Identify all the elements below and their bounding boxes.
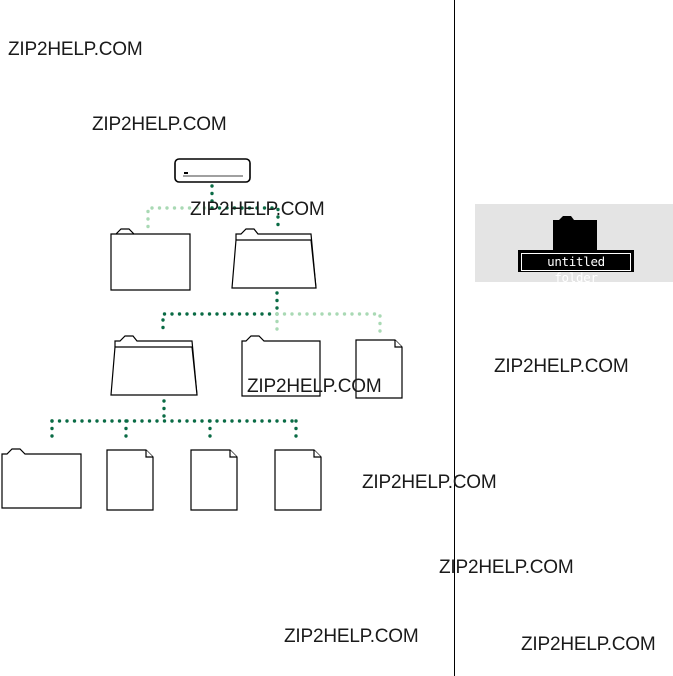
folder-icon <box>110 228 191 291</box>
connector-root-left <box>146 206 214 230</box>
connector-l1-left <box>161 312 279 336</box>
document-icon <box>274 449 322 511</box>
open-folder-icon <box>110 335 198 396</box>
selected-folder-panel: untitled folder <box>475 204 673 285</box>
folder-hierarchy-diagram <box>1 158 403 511</box>
document-icon <box>190 449 238 511</box>
folder-name-text: untitled folder <box>521 253 631 285</box>
document-icon <box>355 339 403 399</box>
watermark-text: ZIP2HELP.COM <box>92 114 227 135</box>
watermark-text: ZIP2HELP.COM <box>247 376 382 397</box>
folder-name-label[interactable]: untitled folder <box>518 250 634 285</box>
folder-icon <box>241 335 321 397</box>
watermark-text: ZIP2HELP.COM <box>494 356 629 377</box>
connector-root-right <box>210 206 280 230</box>
folder-icon <box>1 448 82 509</box>
watermark-text: ZIP2HELP.COM <box>190 199 325 220</box>
watermark-text: ZIP2HELP.COM <box>284 626 419 647</box>
disk-icon <box>174 158 251 183</box>
connector-l1-right <box>275 312 382 336</box>
column-divider <box>454 0 455 676</box>
document-icon <box>106 449 154 511</box>
watermark-text: ZIP2HELP.COM <box>362 472 497 493</box>
watermark-text: ZIP2HELP.COM <box>521 634 656 655</box>
watermark-text: ZIP2HELP.COM <box>439 557 574 578</box>
folder-icon[interactable] <box>552 213 598 251</box>
open-folder-icon <box>231 228 317 289</box>
watermark-text: ZIP2HELP.COM <box>8 39 143 60</box>
